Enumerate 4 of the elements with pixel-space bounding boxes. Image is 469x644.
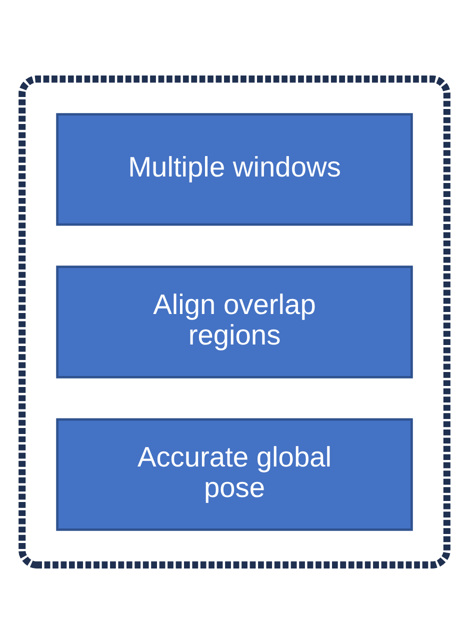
- cluster: [18, 76, 450, 568]
- node-box: Accurate global pose: [56, 418, 413, 531]
- node-box: Multiple windows: [56, 113, 413, 226]
- node-box: Align overlap regions: [56, 266, 413, 378]
